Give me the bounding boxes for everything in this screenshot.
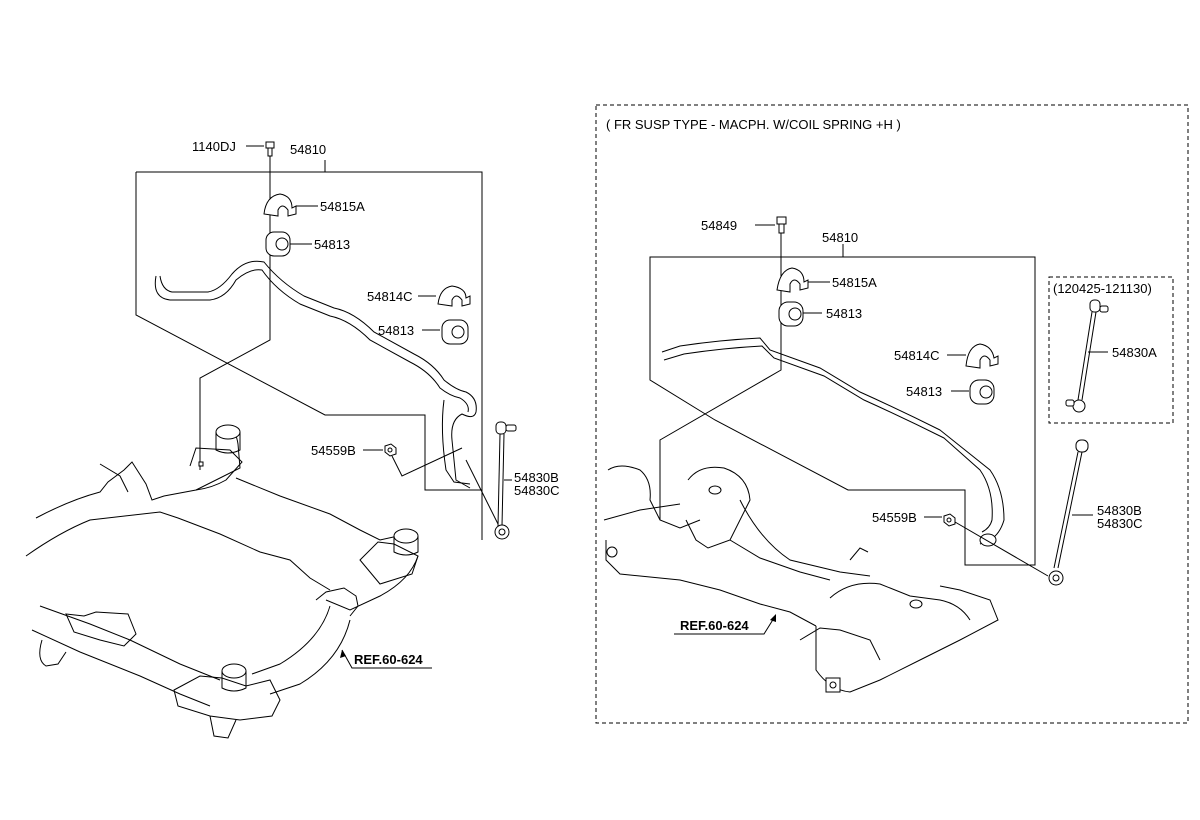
bracket-icon — [263, 193, 297, 217]
left-assembly: 1140DJ 54810 54815A 54813 54814C 54813 — [25, 139, 560, 739]
bushing-icon — [969, 379, 995, 405]
left-stabilizer-bar — [154, 269, 469, 413]
bolt-icon — [265, 141, 275, 157]
right-subframe — [603, 465, 999, 693]
left-label-bushing-lower: 54813 — [378, 323, 414, 338]
right-label-bushing-upper: 54813 — [826, 306, 862, 321]
left-subframe — [25, 424, 419, 739]
left-group-bracket — [135, 171, 483, 540]
right-ref-label[interactable]: REF.60-624 — [680, 618, 749, 633]
inset-link-box: (120425-121130) 54830A — [1048, 276, 1174, 424]
arrow-icon — [340, 650, 346, 658]
right-label-link-1: 54830B — [1097, 503, 1142, 518]
right-label-stabilizer-bar: 54810 — [822, 230, 858, 245]
right-label-bushing-lower: 54813 — [906, 384, 942, 399]
arrow-icon — [770, 614, 776, 622]
left-label-bushing-upper: 54813 — [314, 237, 350, 252]
left-ref-label[interactable]: REF.60-624 — [354, 652, 423, 667]
bushing-icon — [265, 231, 291, 257]
bracket-icon — [437, 285, 471, 307]
bushing-icon — [778, 301, 804, 327]
left-stabilizer-bar-outline — [159, 260, 477, 489]
stabilizer-link-icon — [1048, 439, 1089, 586]
left-label-nut: 54559B — [311, 443, 356, 458]
inset-date-range: (120425-121130) — [1053, 281, 1152, 296]
right-caption: ( FR SUSP TYPE - MACPH. W/COIL SPRING +H… — [606, 117, 901, 132]
right-label-nut: 54559B — [872, 510, 917, 525]
left-label-bracket-lower: 54814C — [367, 289, 413, 304]
right-ref-leader — [674, 617, 775, 635]
bracket-icon — [776, 267, 809, 293]
left-label-link-1: 54830B — [514, 470, 559, 485]
left-label-bracket-upper: 54815A — [320, 199, 365, 214]
right-assembly: ( FR SUSP TYPE - MACPH. W/COIL SPRING +H… — [595, 104, 1189, 724]
nut-icon — [943, 513, 956, 527]
nut-icon — [384, 443, 397, 457]
right-dashed-frame — [595, 104, 1189, 724]
left-label-stabilizer-bar: 54810 — [290, 142, 326, 157]
stabilizer-link-icon — [1065, 299, 1109, 413]
right-label-bracket-upper: 54815A — [832, 275, 877, 290]
left-label-link-2: 54830C — [514, 483, 560, 498]
stabilizer-link-icon — [494, 421, 517, 540]
left-label-bolt: 1140DJ — [192, 139, 236, 154]
right-bolt-leader — [659, 232, 782, 520]
bracket-icon — [965, 343, 999, 369]
bolt-icon — [776, 216, 787, 234]
right-label-bolt: 54849 — [701, 218, 737, 233]
inset-link-label: 54830A — [1112, 345, 1157, 360]
bushing-icon — [441, 319, 469, 345]
right-label-link-2: 54830C — [1097, 516, 1143, 531]
right-stabilizer-bar — [661, 337, 1005, 545]
left-bolt-leader — [199, 150, 271, 470]
right-group-bracket — [649, 256, 1036, 566]
right-label-bracket-lower: 54814C — [894, 348, 940, 363]
